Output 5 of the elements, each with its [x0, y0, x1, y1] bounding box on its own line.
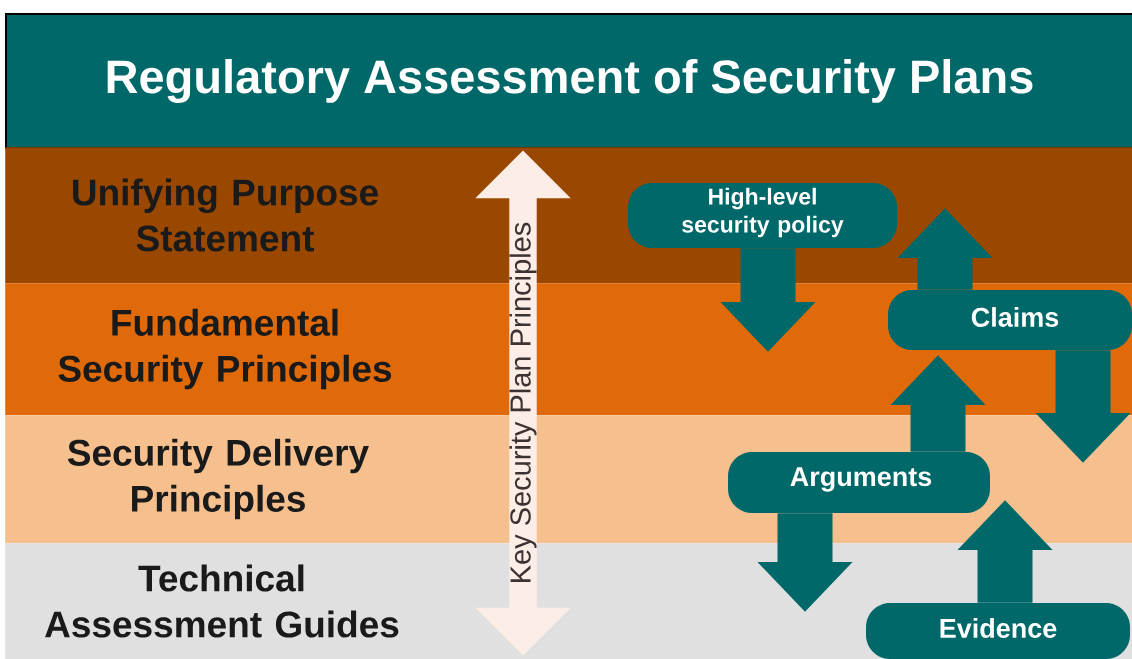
- title-banner: Regulatory Assessment of Security Plans: [5, 13, 1132, 149]
- rounded-box: Evidence: [866, 603, 1130, 659]
- rounded-box: Claims: [888, 290, 1132, 350]
- rounded-box: Arguments: [728, 452, 990, 513]
- rounded-box: High-level security policy: [628, 183, 897, 248]
